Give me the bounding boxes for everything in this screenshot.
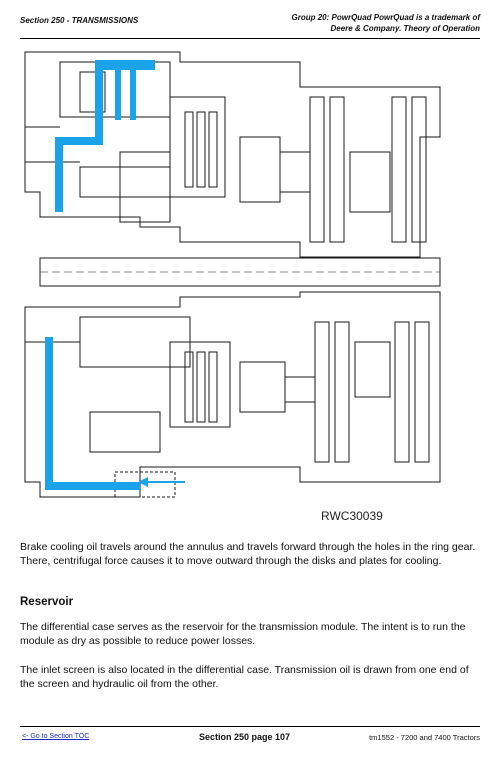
upper-disk-3: [208, 111, 218, 188]
oil-path-horizontal: [55, 137, 103, 145]
transmission-cross-section-figure: [20, 42, 480, 537]
oil-path-lower-bottom: [45, 482, 140, 490]
oil-flow-paths: [45, 60, 155, 490]
footer-rule: [20, 726, 480, 727]
oil-path-lower-vertical: [45, 337, 53, 487]
lower-disk-1: [184, 351, 194, 423]
figure-label: RWC30039: [321, 509, 383, 523]
upper-disk-stack: [169, 96, 226, 198]
paragraph-reservoir: The differential case serves as the rese…: [20, 621, 466, 647]
lower-disk-2: [196, 351, 206, 423]
upper-right-plate-4: [411, 96, 427, 243]
oil-path-top: [95, 60, 155, 70]
upper-right-plate-1: [309, 96, 325, 243]
transmission-diagram: [24, 51, 441, 498]
upper-hub: [79, 166, 171, 198]
lower-housing-outline: [24, 291, 441, 498]
upper-clutch-drum: [79, 71, 106, 113]
upper-right-gear: [349, 151, 391, 213]
oil-path-vertical-3: [130, 60, 136, 120]
oil-path-down: [55, 137, 63, 212]
lower-sleeve: [239, 361, 286, 413]
upper-gear-block: [119, 151, 171, 223]
lower-right-plate-4: [414, 321, 430, 463]
heading-reservoir: Reservoir: [20, 596, 74, 608]
lower-right-gear: [354, 341, 391, 398]
page-number: Section 250 page 107: [199, 732, 291, 742]
lower-hub: [89, 411, 161, 453]
upper-disk-2: [196, 111, 206, 188]
upper-right-plate-3: [391, 96, 407, 243]
group-title-line2: Deere & Company. Theory of Operation: [330, 24, 480, 33]
section-title: Section 250 - TRANSMISSIONS: [20, 16, 139, 25]
upper-right-plate-2: [329, 96, 345, 243]
lower-disk-3: [208, 351, 218, 423]
group-title: Group 20: PowrQuad PowrQuad is a tradema…: [260, 12, 480, 34]
lower-right-plate-3: [394, 321, 410, 463]
lower-disk-stack: [169, 341, 231, 428]
header-rule: [20, 38, 480, 39]
go-to-section-toc-link[interactable]: <- Go to Section TOC: [22, 733, 90, 740]
upper-disk-1: [184, 111, 194, 188]
lower-right-plate-1: [314, 321, 330, 463]
document-id: tm1552 - 7200 and 7400 Tractors: [369, 733, 480, 742]
group-title-line1: Group 20: PowrQuad PowrQuad is a tradema…: [291, 13, 480, 22]
flow-arrow-head: [138, 477, 148, 487]
oil-path-vertical-1: [95, 60, 103, 140]
paragraph-inlet-screen: The inlet screen is also located in the …: [20, 664, 469, 690]
lower-right-plate-2: [334, 321, 350, 463]
upper-housing-outline: [24, 51, 441, 258]
oil-path-vertical-2: [115, 60, 121, 120]
upper-sleeve: [239, 136, 281, 203]
paragraph-brake-cooling: Brake cooling oil travels around the ann…: [20, 541, 476, 567]
